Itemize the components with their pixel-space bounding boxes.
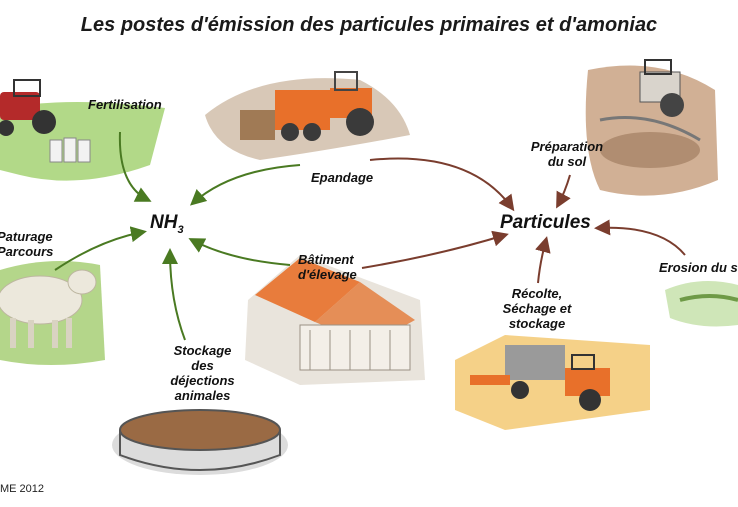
preparation-illustration bbox=[585, 59, 718, 196]
label-preparation: Préparation du sol bbox=[527, 139, 607, 169]
batiment-illustration bbox=[245, 255, 425, 385]
label-batiment-line2: d'élevage bbox=[298, 267, 357, 282]
arrow-batiment-nh3 bbox=[188, 238, 291, 266]
label-stockage-line2: des bbox=[191, 358, 214, 373]
arrow-paturage-nh3 bbox=[54, 226, 147, 271]
arrow-fertilisation-nh3 bbox=[118, 131, 152, 202]
label-stockage-line3: déjections bbox=[170, 373, 235, 388]
nh3-subscript: 3 bbox=[177, 223, 184, 236]
arrow-batiment-particules bbox=[361, 230, 509, 269]
stockage-illustration bbox=[112, 409, 288, 475]
label-erosion: Erosion du sol bbox=[659, 260, 738, 275]
label-recolte-line2: Séchage et bbox=[502, 301, 572, 316]
arrow-recolte-particules bbox=[535, 236, 551, 284]
credit-text: ME 2012 bbox=[0, 483, 45, 495]
label-recolte-line3: stockage bbox=[508, 316, 566, 331]
label-preparation-line1: Préparation bbox=[530, 139, 604, 154]
arrow-preparation-particules bbox=[556, 174, 571, 209]
arrow-erosion-particules bbox=[594, 219, 686, 256]
label-fertilisation: Fertilisation bbox=[88, 97, 162, 112]
particules-hub: Particules bbox=[500, 212, 591, 233]
label-recolte-line1: Récolte, bbox=[511, 286, 563, 301]
label-paturage-line1: Paturage bbox=[0, 229, 53, 244]
label-erosion-text: Erosion du sol bbox=[659, 260, 738, 275]
label-batiment-line1: Bâtiment bbox=[298, 252, 354, 267]
label-preparation-line2: du sol bbox=[547, 154, 587, 169]
arrow-epandage-nh3 bbox=[190, 164, 301, 206]
label-recolte: Récolte, Séchage et stockage bbox=[497, 286, 577, 331]
arrow-epandage-particules bbox=[369, 157, 515, 212]
label-paturage: Paturage Parcours bbox=[0, 229, 53, 259]
nh3-hub: NH3 bbox=[150, 212, 184, 236]
erosion-illustration bbox=[665, 281, 738, 327]
label-stockage: Stockage des déjections animales bbox=[165, 343, 240, 403]
diagram-title: Les postes d'émission des particules pri… bbox=[80, 14, 658, 36]
recolte-illustration bbox=[455, 335, 650, 430]
epandage-illustration bbox=[205, 71, 410, 160]
label-stockage-line4: animales bbox=[174, 388, 231, 403]
label-epandage: Epandage bbox=[311, 170, 374, 185]
arrow-stockage-nh3 bbox=[162, 248, 186, 341]
nh3-label: NH bbox=[150, 212, 178, 233]
paturage-illustration bbox=[0, 261, 105, 365]
label-batiment: Bâtiment d'élevage bbox=[298, 252, 357, 282]
fertilisation-illustration bbox=[0, 79, 165, 181]
label-paturage-line2: Parcours bbox=[0, 244, 54, 259]
label-stockage-line1: Stockage bbox=[173, 343, 232, 358]
